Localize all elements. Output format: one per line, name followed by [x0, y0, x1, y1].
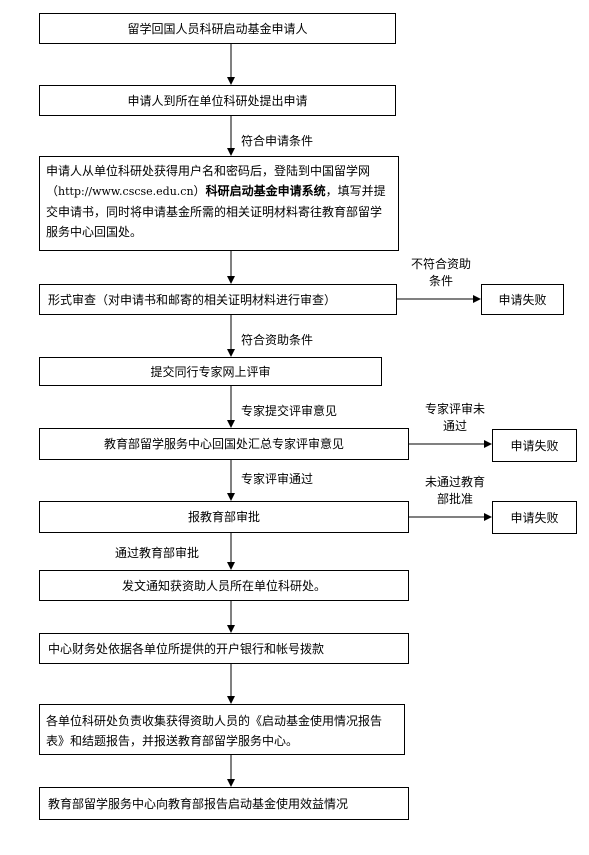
node-fail-3-text: 申请失败	[510, 510, 559, 525]
edge-label-ministry-approved: 通过教育部审批	[115, 546, 200, 560]
node-report-to-ministry: 教育部留学服务中心向教育部报告启动基金使用效益情况	[39, 787, 409, 820]
edge-label-expert-opinions: 专家提交评审意见	[241, 404, 338, 418]
node-applicant-text: 留学回国人员科研启动基金申请人	[127, 21, 308, 36]
node-submit-to-department-text: 申请人到所在单位科研处提出申请	[127, 93, 308, 108]
node-summarize-opinions-text: 教育部留学服务中心回国处汇总专家评审意见	[103, 437, 344, 451]
node-fail-2-text: 申请失败	[510, 438, 559, 453]
node-fail-3: 申请失败	[492, 501, 577, 534]
edge-label-review-passed: 专家评审通过	[241, 472, 314, 486]
node-collect-reports-text: 各单位科研处负责收集获得资助人员的《启动基金使用情况报告表》和结题报告，并报送教…	[46, 714, 383, 748]
node-summarize-opinions: 教育部留学服务中心回国处汇总专家评审意见	[39, 428, 409, 460]
node-online-application: 申请人从单位科研处获得用户名和密码后，登陆到中国留学网（http://www.c…	[39, 156, 399, 251]
node-submit-to-department: 申请人到所在单位科研处提出申请	[39, 85, 396, 116]
edge-label-meets-funding: 符合资助条件	[241, 333, 314, 347]
edge-label-fail1: 不符合资助条件	[410, 257, 471, 288]
node-formal-review: 形式审查（对申请书和邮寄的相关证明材料进行审查）	[39, 284, 397, 315]
application-system-name: 科研启动基金申请系统	[205, 184, 326, 198]
edge-label-fail3: 未通过教育部批准	[424, 475, 485, 506]
node-formal-review-text: 形式审查（对申请书和邮寄的相关证明材料进行审查）	[48, 292, 337, 307]
node-fail-2: 申请失败	[492, 429, 577, 462]
node-finance-disburse-text: 中心财务处依据各单位所提供的开户银行和帐号拨款	[48, 641, 325, 656]
node-finance-disburse: 中心财务处依据各单位所提供的开户银行和帐号拨款	[39, 633, 409, 664]
node-ministry-approval: 报教育部审批	[39, 501, 409, 533]
node-ministry-approval-text: 报教育部审批	[187, 510, 260, 524]
node-online-application-text: 申请人从单位科研处获得用户名和密码后，登陆到中国留学网（http://www.c…	[46, 164, 386, 239]
node-peer-review: 提交同行专家网上评审	[39, 357, 382, 386]
node-fail-1: 申请失败	[481, 284, 564, 315]
node-collect-reports: 各单位科研处负责收集获得资助人员的《启动基金使用情况报告表》和结题报告，并报送教…	[39, 704, 405, 755]
node-notify-department-text: 发文通知获资助人员所在单位科研处。	[121, 578, 326, 593]
node-fail-1-text: 申请失败	[498, 292, 547, 307]
website-url: http://www.cscse.edu.cn	[58, 185, 194, 198]
edge-label-fail2: 专家评审未通过	[424, 402, 485, 433]
node-report-to-ministry-text: 教育部留学服务中心向教育部报告启动基金使用效益情况	[48, 796, 349, 811]
node-notify-department: 发文通知获资助人员所在单位科研处。	[39, 570, 409, 601]
node-applicant: 留学回国人员科研启动基金申请人	[39, 13, 396, 44]
edge-label-meets-conditions: 符合申请条件	[241, 134, 314, 148]
node-peer-review-text: 提交同行专家网上评审	[150, 364, 271, 379]
